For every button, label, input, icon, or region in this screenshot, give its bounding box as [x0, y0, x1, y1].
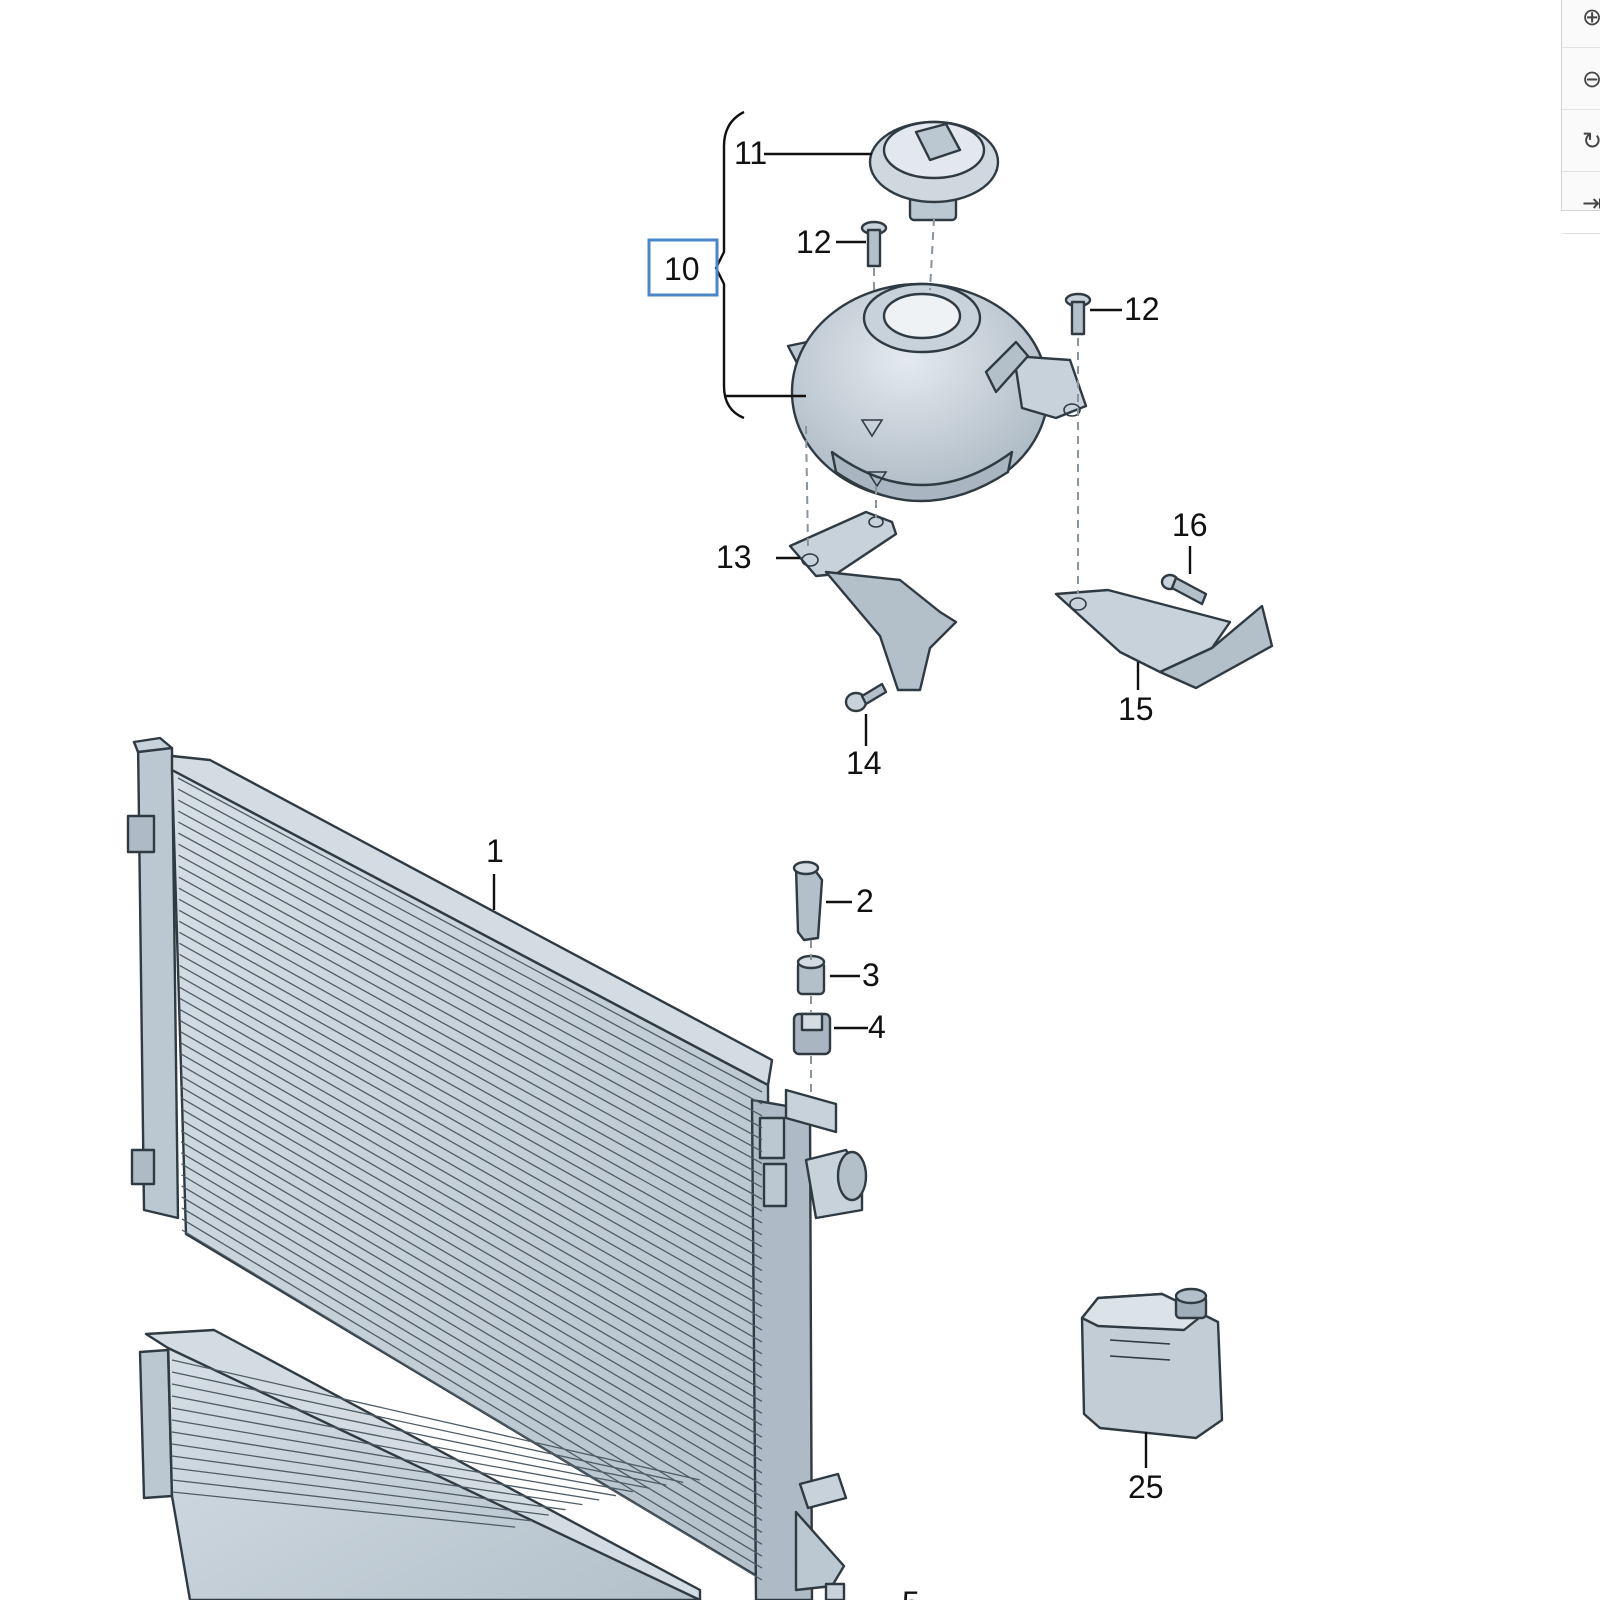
radiator-fin-line [180, 1130, 763, 1474]
callout-14[interactable]: 14 [846, 745, 882, 781]
radiator-fin-line [181, 1163, 763, 1510]
radiator-fin-line [177, 777, 763, 1093]
callout-5[interactable]: 5 [902, 1585, 920, 1600]
intercooler-fin-line [171, 1443, 583, 1506]
radiator-fin-line [180, 1108, 763, 1450]
intercooler-fin-line [171, 1455, 566, 1511]
radiator-fin-line [180, 1141, 763, 1486]
callout-1[interactable]: 1 [486, 833, 504, 869]
bracket-13[interactable] [788, 510, 958, 692]
callout-25[interactable]: 25 [1128, 1469, 1164, 1505]
radiator-fin-line [179, 986, 763, 1319]
callout-2[interactable]: 2 [856, 883, 874, 919]
expand-button[interactable]: ⇥ [1562, 172, 1600, 234]
radiator[interactable] [126, 736, 868, 1600]
callout-13[interactable]: 13 [716, 539, 752, 575]
expand-icon: ⇥ [1582, 188, 1600, 217]
radiator-fin-line [179, 1008, 763, 1343]
callout-10[interactable]: 10 [664, 251, 700, 287]
zoom-in-button[interactable]: ⊕ [1562, 0, 1600, 48]
radiator-fin-line [179, 1019, 763, 1355]
radiator-fin-line [181, 1229, 763, 1581]
screw-16[interactable] [1160, 573, 1208, 606]
bolt-12-right[interactable] [1064, 292, 1092, 336]
radiator-fin-line [180, 1086, 763, 1426]
radiator-fin-line [178, 865, 763, 1188]
screw-14[interactable] [844, 682, 888, 713]
part-2-clip[interactable] [792, 860, 824, 942]
radiator-fin-line [178, 843, 763, 1164]
radiator-fin-line [178, 898, 763, 1224]
callout-12[interactable]: 12 [796, 224, 832, 260]
radiator-fin-line [179, 953, 763, 1284]
intercooler-fin-line [171, 1395, 650, 1489]
radiator-fin-line [178, 909, 763, 1236]
expansion-tank[interactable] [786, 282, 1088, 503]
radiator-fin-line [180, 1053, 763, 1391]
callout-labels: 11 12 10 12 16 13 15 14 1 2 3 4 25 5 [486, 135, 1208, 1600]
radiator-fin-line [180, 1097, 763, 1438]
intercooler-fin-line [171, 1371, 684, 1484]
radiator-fin-line [180, 1064, 763, 1403]
callout-15[interactable]: 15 [1118, 691, 1154, 727]
intercooler-fin-line [171, 1491, 516, 1528]
radiator-fin-line [178, 887, 763, 1212]
radiator-fin-line [177, 788, 763, 1105]
radiator-fin-line [177, 799, 763, 1117]
radiator-fin-line [178, 876, 763, 1200]
part-4-mount[interactable] [792, 1012, 832, 1056]
intercooler-fin-line [171, 1431, 600, 1501]
intercooler-fin-line [171, 1419, 617, 1497]
radiator-fin-line [179, 942, 763, 1272]
callout-16[interactable]: 16 [1172, 507, 1208, 543]
rotate-button[interactable]: ↻ [1562, 110, 1600, 172]
callout-11[interactable]: 11 [734, 135, 767, 171]
radiator-fin-line [180, 1075, 763, 1414]
intercooler-fin-line [171, 1467, 549, 1516]
callout-10-highlight [647, 238, 719, 297]
intercooler-fin-line [171, 1479, 533, 1522]
callout-4[interactable]: 4 [868, 1009, 886, 1045]
zoom-out-button[interactable]: ⊖ [1562, 48, 1600, 110]
radiator-fin-line [179, 997, 763, 1331]
intercooler-fin-line [171, 1407, 633, 1493]
radiator-fin-line [179, 975, 763, 1307]
radiator-fin-line [179, 931, 763, 1260]
radiator-fin-line [179, 1030, 763, 1367]
expansion-tank-cap[interactable] [868, 120, 1000, 222]
zoom-out-icon: ⊖ [1582, 64, 1600, 93]
radiator-fin-line [179, 964, 763, 1295]
bracket-15[interactable] [1054, 588, 1274, 690]
coolant-bottle[interactable] [1080, 1287, 1224, 1440]
radiator-fin-line [181, 1174, 763, 1522]
radiator-fin-line [178, 920, 763, 1248]
part-3-bushing[interactable] [796, 954, 826, 996]
callout-3[interactable]: 3 [862, 957, 880, 993]
radiator-fin-line [181, 1218, 763, 1569]
callout-12[interactable]: 12 [1124, 291, 1160, 327]
assembly-lines [805, 217, 1079, 1092]
radiator-fin-line [180, 1152, 763, 1498]
intercooler [138, 1328, 702, 1600]
radiator-fin-line [180, 1042, 763, 1379]
intercooler-fins [171, 1359, 701, 1528]
rotate-icon: ↻ [1582, 126, 1600, 155]
radiator-fin-line [178, 854, 763, 1176]
leader-lines [492, 152, 1192, 1468]
zoom-in-icon: ⊕ [1582, 2, 1600, 31]
bolt-12-left[interactable] [860, 220, 888, 268]
radiator-fin-line [181, 1185, 763, 1533]
radiator-fin-line [178, 821, 763, 1141]
radiator-fins [177, 777, 763, 1581]
radiator-fin-line [177, 810, 763, 1129]
radiator-fin-line [178, 832, 763, 1153]
intercooler-fin-line [171, 1359, 701, 1481]
intercooler-fin-line [171, 1383, 667, 1486]
radiator-fin-line [181, 1196, 763, 1545]
radiator-fin-line [180, 1119, 763, 1462]
radiator-fin-line [181, 1207, 763, 1557]
viewer-toolbar: ⊕ ⊖ ↻ ⇥ [1561, 0, 1600, 234]
